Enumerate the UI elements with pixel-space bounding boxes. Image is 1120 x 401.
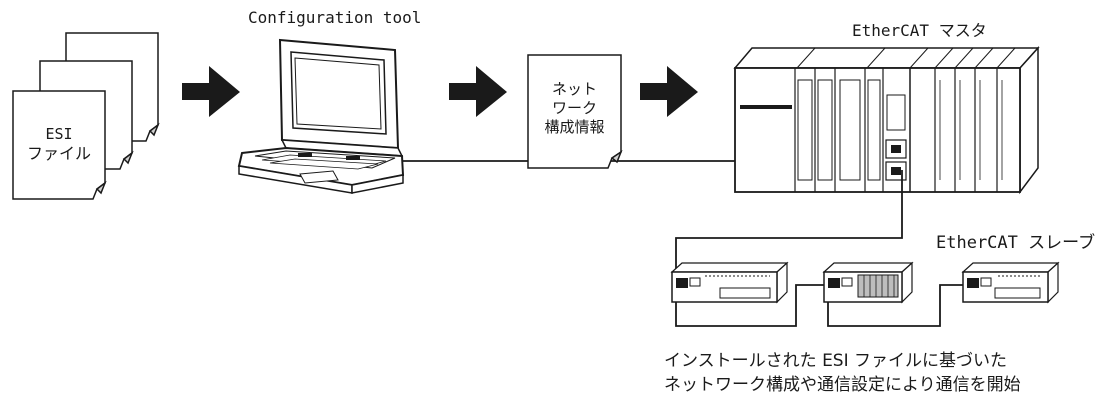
network-config-line-3: 構成情報	[544, 118, 605, 136]
ethercat-slave-1-icon	[670, 261, 789, 304]
ethercat-slave-label: EtherCAT スレーブ	[936, 233, 1096, 253]
esi-file-line-2: ファイル	[26, 144, 91, 163]
network-config-line-1: ネット	[551, 80, 597, 98]
flow-arrow-3-icon	[640, 66, 698, 117]
ethercat-slave-2-icon	[822, 261, 914, 304]
ethercat-master-rack-icon	[733, 46, 1040, 195]
caption-line-1: インストールされた ESI ファイルに基づいた	[664, 351, 1008, 371]
flow-arrow-2-icon	[449, 66, 507, 117]
esi-file-text: ESI ファイル	[16, 125, 102, 163]
configuration-tool-label: Configuration tool	[248, 8, 422, 27]
esi-file-line-1: ESI	[45, 125, 73, 143]
ethercat-slave-3-icon	[961, 261, 1060, 304]
laptop-icon	[237, 38, 405, 194]
esi-file-stack-icon	[12, 32, 160, 200]
flow-arrow-1-icon	[182, 66, 240, 117]
ethercat-master-label: EtherCAT マスタ	[852, 21, 987, 40]
caption-line-2: ネットワーク構成や通信設定により通信を開始	[664, 375, 1021, 395]
network-config-text: ネット ワーク 構成情報	[528, 80, 621, 137]
network-config-line-2: ワーク	[551, 99, 597, 117]
slave-network-cables	[675, 170, 968, 327]
network-config-document-icon	[527, 54, 623, 169]
